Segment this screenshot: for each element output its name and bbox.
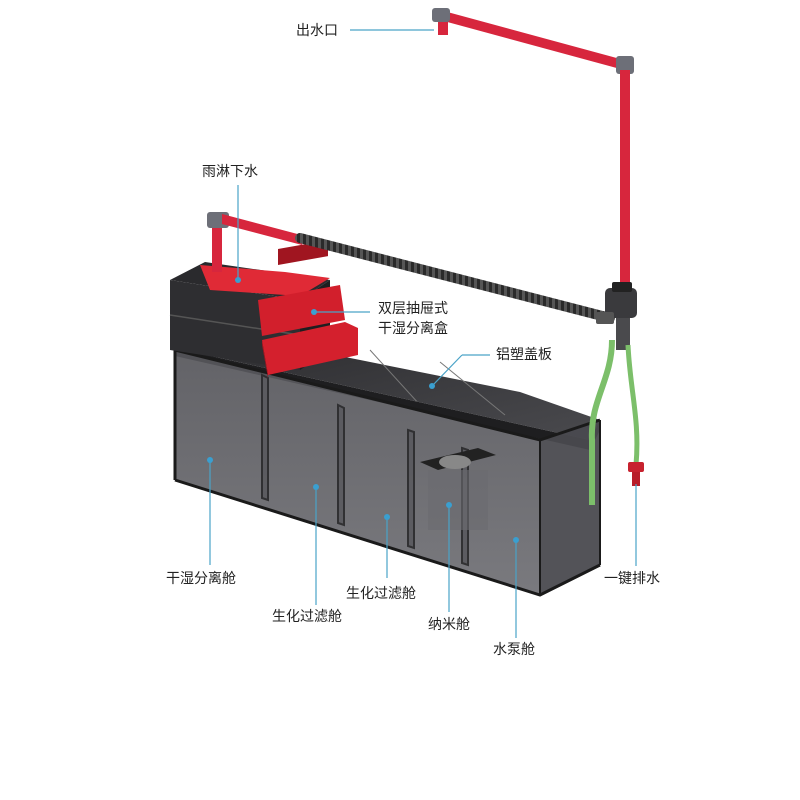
tank-side-glass <box>540 420 600 595</box>
label-pump-chamber: 水泵舱 <box>493 642 535 658</box>
drawer-box <box>169 212 358 378</box>
green-hose-return <box>588 339 615 505</box>
nano-cup <box>420 448 496 530</box>
label-one-key-drain: 一键排水 <box>604 571 660 587</box>
vertical-red-pipe <box>620 70 630 295</box>
label-rain-shower: 雨淋下水 <box>202 164 258 180</box>
valve-block <box>596 282 637 350</box>
label-bio-filter-1: 生化过滤舱 <box>272 609 342 625</box>
leader-lines <box>209 29 637 638</box>
label-drawer-box-line1: 双层抽屉式 <box>378 301 448 317</box>
red-drawer-bottom <box>262 322 358 378</box>
pipes <box>222 8 644 505</box>
label-dry-wet-chamber: 干湿分离舱 <box>166 571 236 587</box>
green-hose-drain <box>625 344 640 466</box>
callout-dots <box>207 277 519 543</box>
drain-valve <box>628 462 644 472</box>
rain-shower-pipe <box>212 220 222 272</box>
red-drawer-top <box>200 240 345 336</box>
corrugated-hose <box>295 233 615 323</box>
label-cover-plate: 铝塑盖板 <box>496 347 552 363</box>
label-bio-filter-2: 生化过滤舱 <box>346 586 416 602</box>
label-drawer-box-line2: 干湿分离盒 <box>378 321 448 337</box>
label-nano-chamber: 纳米舱 <box>428 617 470 633</box>
label-outlet: 出水口 <box>296 23 338 39</box>
